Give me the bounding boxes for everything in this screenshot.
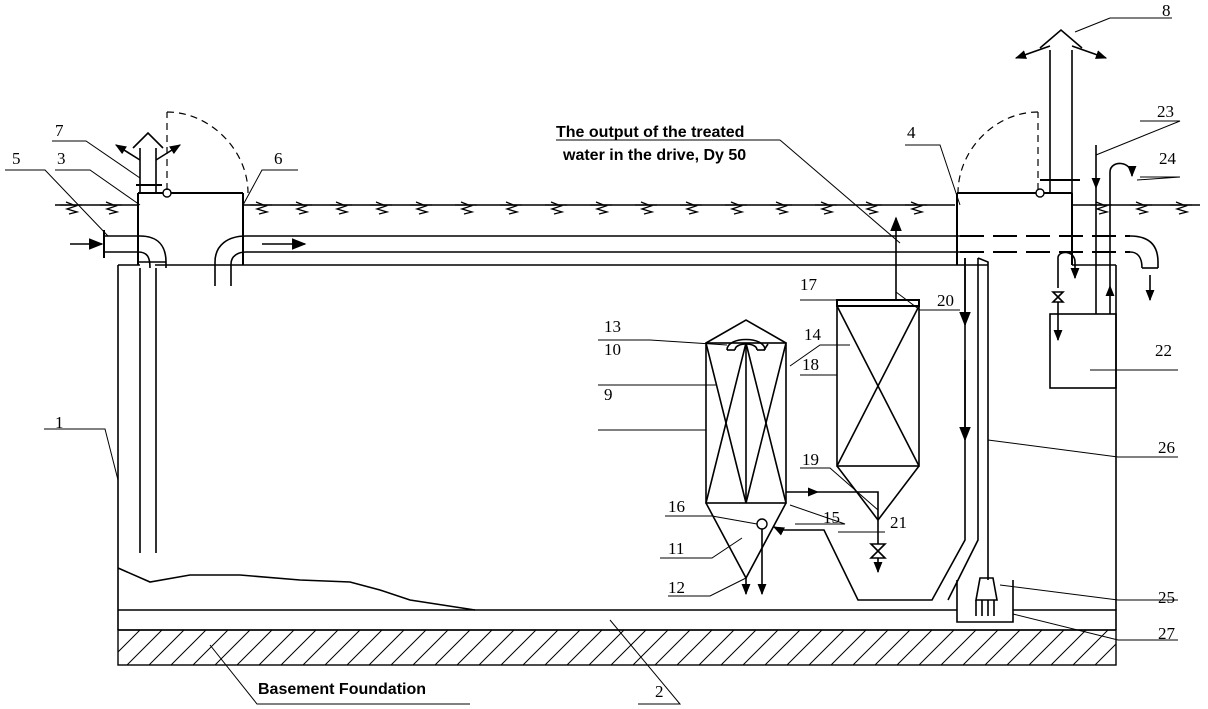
label-21: 21: [890, 513, 907, 532]
ground-level: [55, 201, 1200, 215]
collector-channel: [772, 257, 989, 601]
label-27: 27: [1158, 624, 1176, 643]
label-11: 11: [668, 539, 684, 558]
label-17: 17: [800, 275, 818, 294]
label-16: 16: [668, 497, 685, 516]
label-8: 8: [1162, 1, 1171, 20]
label-2: 2: [655, 682, 664, 701]
label-15: 15: [823, 508, 840, 527]
label-14: 14: [804, 325, 822, 344]
right-manhole: [956, 28, 1108, 265]
label-4: 4: [907, 123, 916, 142]
label-5: 5: [12, 149, 21, 168]
label-18: 18: [802, 355, 819, 374]
filter-column-9: [705, 319, 820, 596]
label-23: 23: [1157, 102, 1174, 121]
label-24: 24: [1159, 149, 1177, 168]
label-13: 13: [604, 317, 621, 336]
callout-numbers: 1 2 3 4 5 6 7 8 9 10 11 12 13 14 15 16 1…: [12, 1, 1177, 701]
inlet-pipe: [70, 230, 167, 553]
label-20: 20: [937, 291, 954, 310]
label-7: 7: [55, 121, 64, 140]
label-12: 12: [668, 578, 685, 597]
label-9: 9: [604, 385, 613, 404]
label-25: 25: [1158, 588, 1175, 607]
left-manhole: [115, 111, 249, 265]
foundation-caption: Basement Foundation: [258, 681, 426, 698]
dosing-tank: [1049, 145, 1137, 389]
label-1: 1: [55, 413, 64, 432]
label-22: 22: [1155, 341, 1172, 360]
transfer-pipe: [214, 235, 1159, 302]
label-6: 6: [274, 149, 283, 168]
leader-lines: [5, 17, 1181, 705]
label-19: 19: [802, 450, 819, 469]
filter-column-17: [818, 299, 920, 574]
label-10: 10: [604, 340, 621, 359]
output-caption-line1: The output of the treated: [556, 124, 744, 141]
sludge-deposit: [117, 567, 476, 611]
pump-well: [956, 577, 1014, 623]
label-3: 3: [57, 149, 66, 168]
label-26: 26: [1158, 438, 1175, 457]
basement-foundation: [117, 629, 1117, 666]
output-caption-line2: water in the drive, Dy 50: [562, 147, 746, 164]
